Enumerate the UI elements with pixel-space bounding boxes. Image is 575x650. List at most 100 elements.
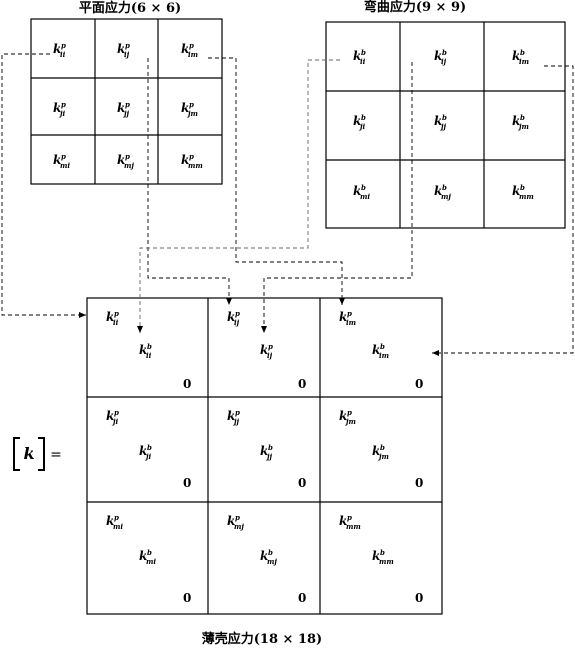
k-subscript: im <box>379 351 389 360</box>
k-letter: k <box>181 42 189 56</box>
equals-sign: = <box>50 447 62 463</box>
bending-stress-title: 弯曲应力(9 × 9) <box>364 0 466 15</box>
k-subscript: jm <box>186 109 198 118</box>
k-superscript: b <box>361 183 366 192</box>
k-subscript: im <box>346 318 356 327</box>
k-superscript: p <box>189 100 194 109</box>
k-letter: k <box>434 184 442 198</box>
k-superscript: p <box>125 100 130 109</box>
shell-stress-title: 薄壳应力(18 × 18) <box>202 631 322 647</box>
k-subscript: ii <box>113 318 119 327</box>
k-letter: k <box>353 114 361 128</box>
shell-stress-matrix <box>86 297 443 615</box>
k-subscript: jm <box>517 122 529 131</box>
k-letter: k <box>53 42 61 56</box>
zero-block: 0 <box>298 377 306 391</box>
k-superscript: b <box>268 548 273 557</box>
plane-stress-title: 平面应力(6 × 6) <box>79 0 181 16</box>
bending-stress-matrix <box>325 21 566 229</box>
k-superscript: p <box>114 309 119 318</box>
k-subscript: jm <box>377 452 389 461</box>
k-subscript: mm <box>346 522 361 531</box>
zero-block: 0 <box>415 377 423 391</box>
k-superscript: p <box>114 513 119 522</box>
k-superscript: b <box>147 443 152 452</box>
k-superscript: b <box>147 548 152 557</box>
k-superscript: p <box>268 342 273 351</box>
k-letter: k <box>227 409 235 423</box>
k-subscript: ii <box>360 57 366 66</box>
plane-stress-matrix <box>30 18 223 185</box>
k-letter: k <box>106 514 114 528</box>
k-letter: k <box>512 114 520 128</box>
k-letter: k <box>260 343 268 357</box>
connector-bending-im <box>432 65 574 356</box>
k-superscript: p <box>347 408 352 417</box>
k-subscript: ij <box>267 351 273 360</box>
k-letter: k <box>260 444 268 458</box>
k-letter: k <box>53 153 61 167</box>
k-superscript: b <box>442 183 447 192</box>
k-letter: k <box>106 409 114 423</box>
k-subscript: mj <box>234 522 244 531</box>
k-subscript: ii <box>60 50 66 59</box>
k-subscript: jj <box>439 122 447 131</box>
k-letter: k <box>372 549 380 563</box>
k-letter: k <box>434 114 442 128</box>
k-subscript: ji <box>144 452 152 461</box>
k-superscript: b <box>380 548 385 557</box>
k-letter: k <box>372 444 380 458</box>
k-letter: k <box>434 49 442 63</box>
k-letter: k <box>512 184 520 198</box>
k-superscript: p <box>61 100 66 109</box>
k-letter: k <box>353 49 361 63</box>
k-superscript: b <box>520 48 525 57</box>
k-subscript: mm <box>519 192 534 201</box>
k-letter: k <box>139 343 147 357</box>
k-superscript: b <box>147 342 152 351</box>
k-subscript: ii <box>146 351 152 360</box>
k-subscript: mi <box>146 557 156 566</box>
k-subscript: ji <box>358 122 366 131</box>
k-superscript: b <box>361 48 366 57</box>
k-subscript: ij <box>124 50 130 59</box>
zero-block: 0 <box>183 377 191 391</box>
k-superscript: p <box>235 513 240 522</box>
k-superscript: b <box>520 113 525 122</box>
k-superscript: p <box>235 408 240 417</box>
zero-block: 0 <box>415 476 423 490</box>
k-subscript: mi <box>360 192 370 201</box>
stiffness-matrix-symbol: k = <box>13 437 62 471</box>
zero-block: 0 <box>183 591 191 605</box>
k-subscript: mm <box>379 557 394 566</box>
k-letter: k <box>106 310 114 324</box>
k-subscript: jj <box>122 109 130 118</box>
zero-block: 0 <box>183 476 191 490</box>
k-subscript: mj <box>124 161 134 170</box>
k-letter: k <box>339 409 347 423</box>
k-subscript: jj <box>232 417 240 426</box>
